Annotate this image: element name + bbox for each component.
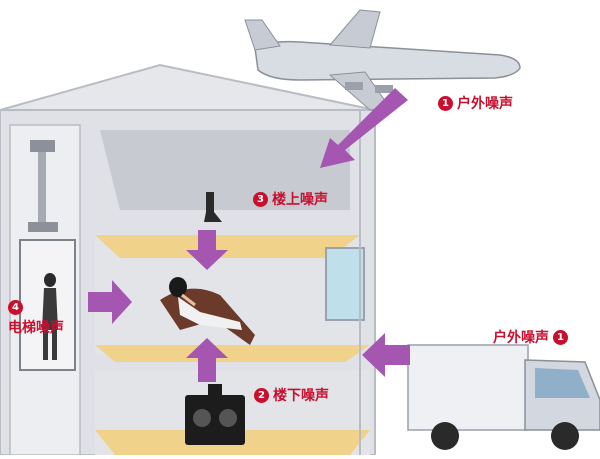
arrow-upstairs (186, 230, 228, 270)
number-badge: 4 (8, 300, 23, 315)
label-text: 户外噪声 (457, 96, 513, 112)
airplane-icon (244, 9, 521, 111)
label-downstairs: 2 楼下噪声 (254, 385, 329, 405)
number-badge: 3 (253, 191, 268, 207)
label-upstairs: 3 楼上噪声 (253, 189, 328, 209)
arrow-outdoor-top (320, 88, 408, 168)
label-text: 户外噪声 (493, 330, 549, 346)
woman-figure-icon (160, 277, 255, 345)
arrow-outdoor-right (362, 333, 410, 377)
number-badge: 2 (254, 387, 269, 403)
label-text: 电梯噪声 (8, 320, 64, 336)
label-text: 楼下噪声 (273, 388, 329, 404)
elevator-cable (38, 152, 46, 222)
label-outdoor-top: 1 户外噪声 (438, 93, 513, 113)
elevator-motor (30, 140, 55, 152)
middle-room (95, 235, 360, 355)
arrow-downstairs (186, 338, 228, 382)
middle-floor (95, 345, 370, 362)
upper-room (100, 130, 350, 210)
high-heel-icon (204, 192, 222, 222)
label-text: 楼上噪声 (272, 192, 328, 208)
ceiling-floor (95, 235, 360, 258)
window (325, 247, 365, 321)
number-badge: 1 (438, 95, 453, 111)
truck-icon (407, 344, 600, 450)
arrow-elevator (88, 280, 132, 324)
speaker-icon (185, 384, 245, 445)
elevator-woman-icon (42, 273, 58, 360)
label-elevator: 4 电梯噪声 (8, 300, 64, 337)
label-outdoor-right: 1 户外噪声 (493, 327, 568, 347)
number-badge: 1 (553, 329, 568, 345)
house-structure (0, 63, 376, 456)
noise-arrows (88, 88, 410, 382)
elevator-bracket (28, 222, 58, 232)
